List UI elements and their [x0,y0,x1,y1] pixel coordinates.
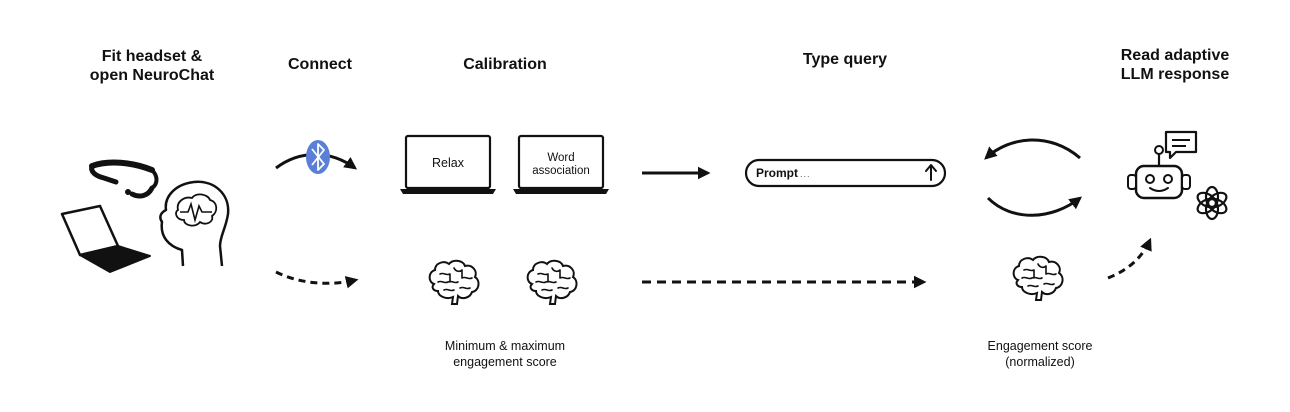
brain-icon [428,259,480,305]
chat-bubble-icon [1164,130,1198,160]
word-association-line2: association [532,165,590,177]
step-read-title: Read adaptive LLM response [1090,46,1260,84]
step-read-title-line2: LLM response [1120,66,1230,83]
connect-dashed-arrow [275,270,359,289]
laptop-icon [60,204,151,273]
brain-icon [1012,255,1064,301]
head-brain-icon [159,180,230,267]
word-association-line1: Word [547,152,575,164]
step-fit-title-line2: open NeuroChat [89,67,215,84]
prompt-dots: ... [800,169,811,179]
to-robot-dashed-arrow [1107,237,1152,280]
calibration-caption: Minimum & maximum engagement score [415,338,595,370]
calibration-laptop-word-association [513,134,609,194]
step-read-title-line1: Read adaptive [1120,47,1230,64]
bluetooth-icon [306,140,330,174]
prompt-input-box [744,158,947,188]
prompt-label: Prompt... [756,166,811,180]
engagement-caption-line2: (normalized) [1005,355,1075,369]
engagement-caption-line1: Engagement score [987,339,1093,353]
word-association-screen-label: Word association [519,152,603,178]
loop-arrow-bottom [986,196,1082,217]
step-fit-title: Fit headset & open NeuroChat [62,47,242,85]
prompt-label-text: Prompt [756,166,798,180]
step-type-title: Type query [802,51,888,68]
step-fit-title-line1: Fit headset & [101,48,203,65]
openai-logo-icon [1196,185,1228,221]
headset-icon [89,159,159,199]
relax-screen-label: Relax [432,156,464,170]
loop-arrow-top [984,138,1081,160]
step-connect-title: Connect [288,56,352,73]
send-arrow-icon [925,164,937,181]
engagement-caption: Engagement score (normalized) [955,338,1125,370]
robot-icon [1127,145,1191,200]
calibration-caption-line2: engagement score [453,355,557,369]
brain-icon [526,259,578,305]
calibration-caption-line1: Minimum & maximum [444,339,566,353]
step-calibration-title: Calibration [463,56,547,73]
